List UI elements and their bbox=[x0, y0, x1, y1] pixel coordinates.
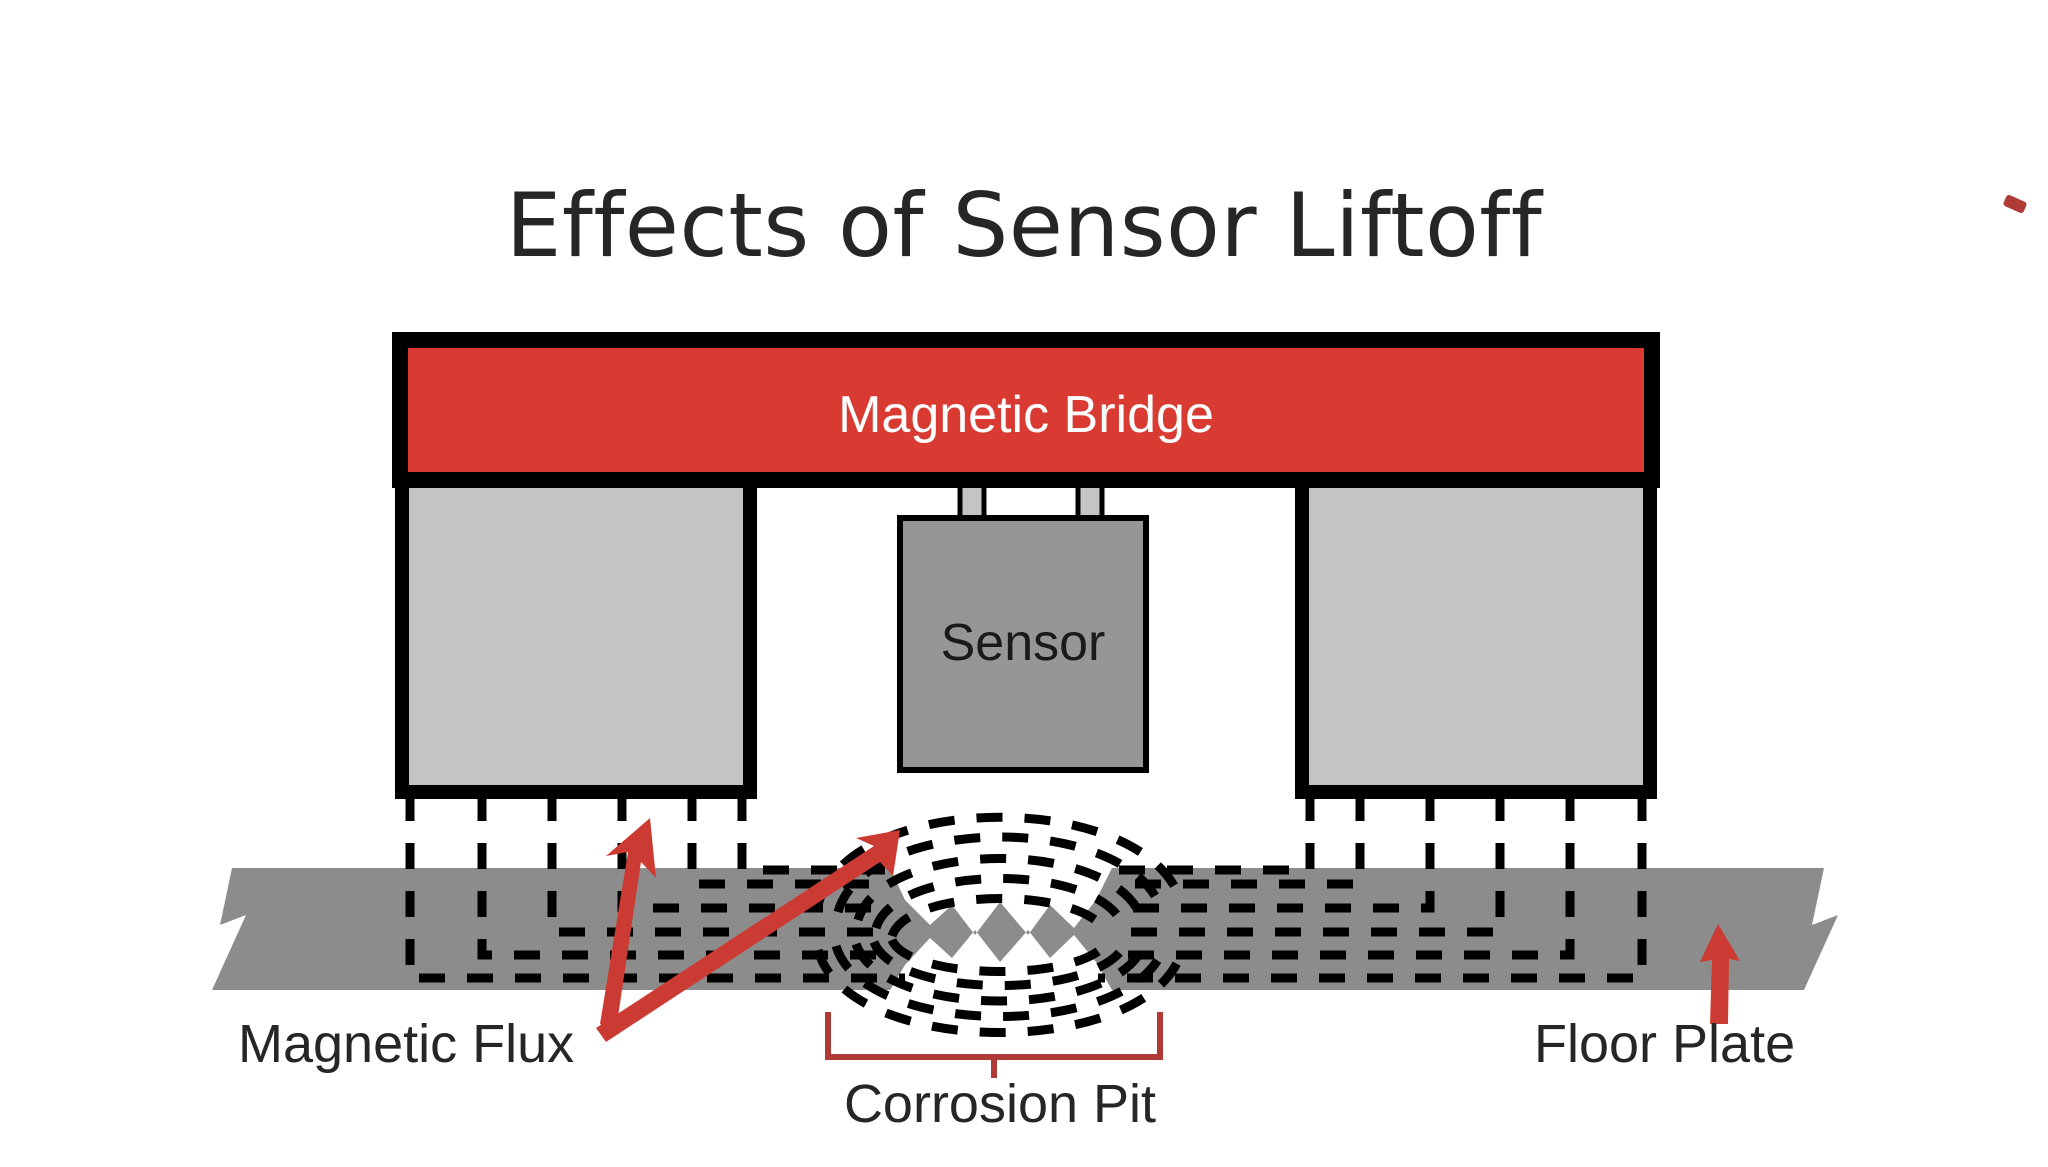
floor-plate-arrow bbox=[1700, 924, 1740, 1024]
flux-arc-down-3 bbox=[851, 942, 1149, 1006]
floor-plate bbox=[212, 868, 1838, 990]
flux-line-right-5 bbox=[1114, 795, 1365, 889]
flux-arrow-right bbox=[596, 830, 900, 1042]
flux-arc-up-4 bbox=[871, 874, 1129, 930]
flux-arc-down-5 bbox=[887, 937, 1113, 976]
flux-arc-up-1 bbox=[813, 812, 1187, 907]
flux-line-right-6 bbox=[1108, 795, 1315, 875]
magnetic-flux-label: Magnetic Flux bbox=[238, 1014, 574, 1074]
flux-arrow-left bbox=[600, 818, 656, 1030]
sensor-body bbox=[897, 515, 1149, 773]
flux-line-right-1 bbox=[1098, 795, 1647, 983]
flux-line-right-3 bbox=[1114, 795, 1505, 937]
magnetic-bridge bbox=[392, 332, 1660, 488]
magnetic-bridge-label: Magnetic Bridge bbox=[838, 386, 1214, 444]
sensor-label: Sensor bbox=[941, 614, 1106, 672]
magnetic-flux-lines bbox=[405, 795, 1647, 1037]
page-title: Effects of Sensor Liftoff bbox=[506, 174, 1544, 277]
flux-line-left-2 bbox=[477, 795, 895, 960]
flux-arc-up-2 bbox=[833, 832, 1167, 914]
flux-arc-down-1 bbox=[813, 948, 1187, 1037]
flux-line-left-1 bbox=[405, 795, 905, 983]
left-magnet-pole bbox=[395, 473, 757, 799]
corrosion-pit-bracket bbox=[825, 1012, 1163, 1078]
stray-red-mark bbox=[2003, 195, 2027, 213]
flux-arc-down-2 bbox=[831, 944, 1169, 1021]
magnetic-flux-arrows bbox=[596, 818, 900, 1042]
flux-line-right-2 bbox=[1108, 795, 1575, 960]
flux-line-left-6 bbox=[737, 795, 895, 875]
flux-arc-down-4 bbox=[869, 939, 1131, 990]
flux-arc-up-3 bbox=[853, 854, 1147, 922]
flux-line-right-4 bbox=[1116, 795, 1435, 913]
floor-plate-group bbox=[212, 868, 1838, 990]
floor-plate-label: Floor Plate bbox=[1534, 1014, 1795, 1074]
floor-plate-arrow-path bbox=[1700, 924, 1740, 1024]
flux-arc-up-5 bbox=[887, 894, 1113, 939]
corrosion-pit-label: Corrosion Pit bbox=[844, 1074, 1156, 1134]
right-magnet-pole bbox=[1295, 473, 1657, 799]
